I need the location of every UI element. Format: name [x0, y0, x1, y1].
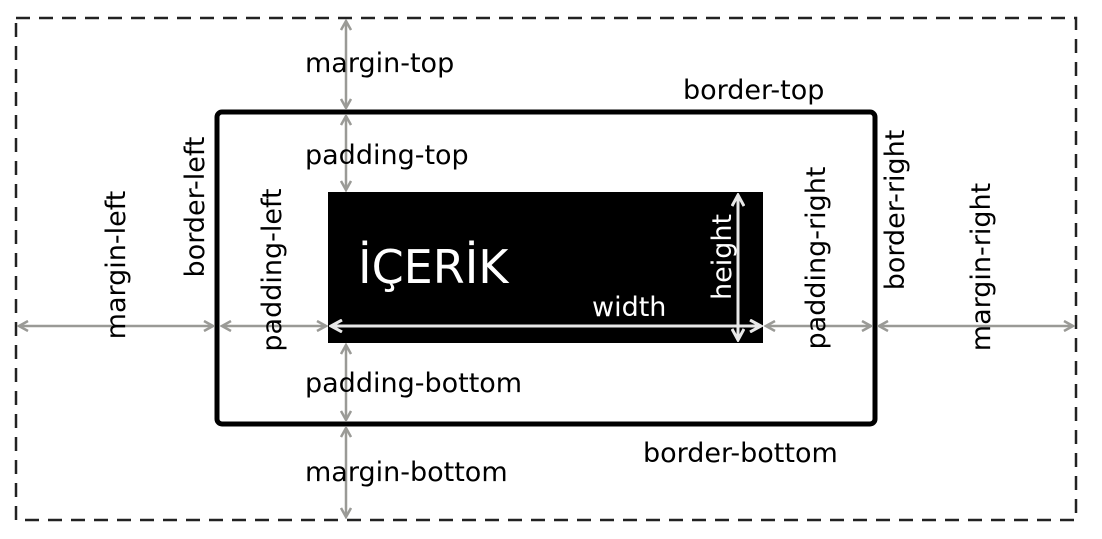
margin-top-label: margin-top	[305, 48, 454, 79]
border-top-label: border-top	[683, 75, 824, 106]
border-left-label: border-left	[180, 137, 211, 278]
margin-left-label: margin-left	[101, 191, 132, 340]
width-label: width	[592, 292, 666, 323]
padding-left-label: padding-left	[257, 188, 288, 351]
margin-box	[14, 16, 1078, 522]
border-bottom-label: border-bottom	[643, 438, 838, 469]
margin-right-label: margin-right	[966, 183, 997, 351]
margin-bottom-label: margin-bottom	[305, 457, 508, 488]
padding-bottom-label: padding-bottom	[305, 368, 522, 399]
border-right-label: border-right	[880, 130, 911, 291]
border-box	[214, 109, 878, 427]
padding-right-label: padding-right	[801, 167, 832, 350]
height-label: height	[707, 214, 738, 300]
content-label: İÇERİK	[358, 240, 510, 294]
content-box	[328, 192, 763, 343]
padding-top-label: padding-top	[305, 140, 469, 171]
